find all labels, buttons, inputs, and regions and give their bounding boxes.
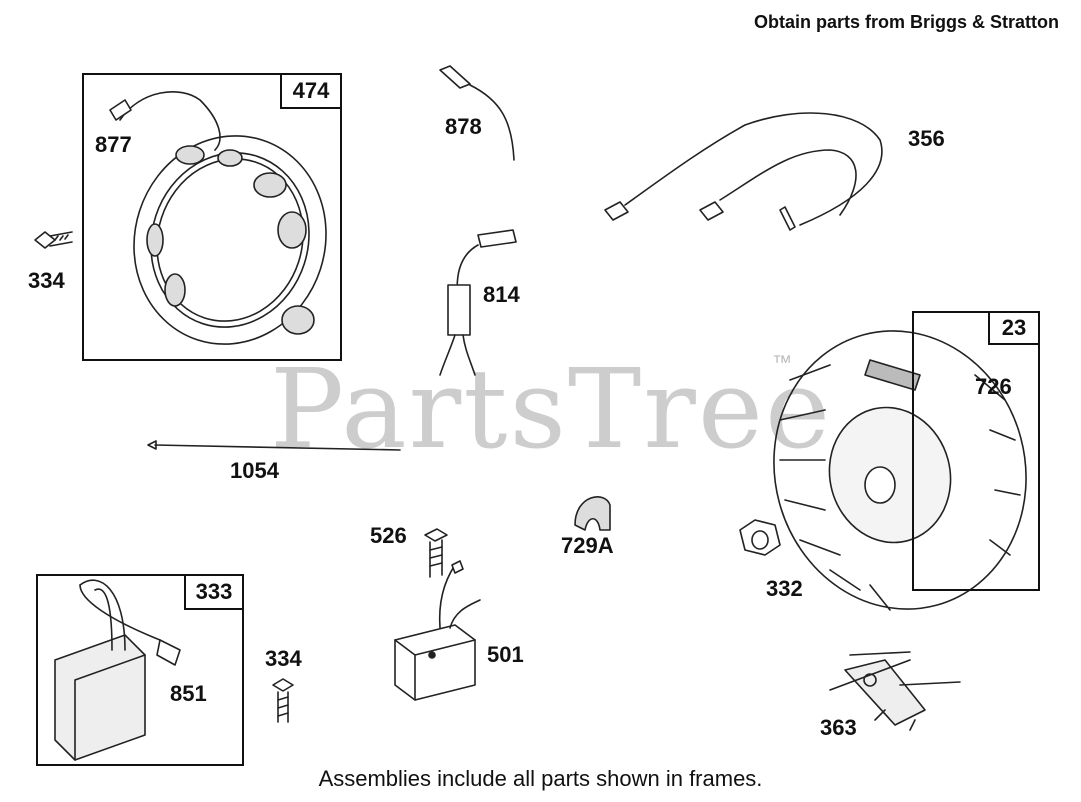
ground-wire-drawing [439,65,515,161]
part-label-877[interactable]: 877 [95,132,132,157]
part-label-356[interactable]: 356 [908,126,945,151]
frame-333 [36,574,244,766]
frame-474 [82,73,342,361]
alternator-stator-drawing [109,91,327,345]
rectifier-drawing [394,560,481,701]
part-label-526[interactable]: 526 [370,523,407,548]
footer-note: Assemblies include all parts shown in fr… [318,766,763,791]
part-label-332[interactable]: 332 [766,576,803,601]
nut-drawing [739,519,781,556]
frame-23-label: 23 [988,311,1040,345]
tie-strap-drawing [147,440,401,451]
part-label-334-lower[interactable]: 334 [265,646,302,671]
part-label-363[interactable]: 363 [820,715,857,740]
frame-474-label: 474 [280,73,342,109]
part-label-814[interactable]: 814 [483,282,520,307]
frame-23 [912,311,1040,591]
header-note: Obtain parts from Briggs & Stratton [753,12,1059,32]
part-label-334-left[interactable]: 334 [28,268,65,293]
part-label-1054[interactable]: 1054 [230,458,279,483]
bolt-drawing-526 [424,528,448,578]
grommet-drawing [574,496,611,531]
watermark: PartsTree [270,345,833,473]
part-label-729A[interactable]: 729A [561,533,614,558]
wire-harness-drawing [604,112,883,231]
flywheel-drawing [773,330,1027,611]
part-label-851[interactable]: 851 [170,681,207,706]
armature-drawing [54,579,181,761]
part-label-726[interactable]: 726 [975,374,1012,399]
lead-wire-drawing [439,229,517,376]
bracket-drawing [829,651,961,731]
frame-333-label: 333 [184,574,244,610]
bolt-drawing-lower [272,678,294,723]
part-label-501[interactable]: 501 [487,642,524,667]
watermark-trademark: ™ [772,352,792,374]
part-label-878[interactable]: 878 [445,114,482,139]
bolt-drawing-left [34,231,73,249]
